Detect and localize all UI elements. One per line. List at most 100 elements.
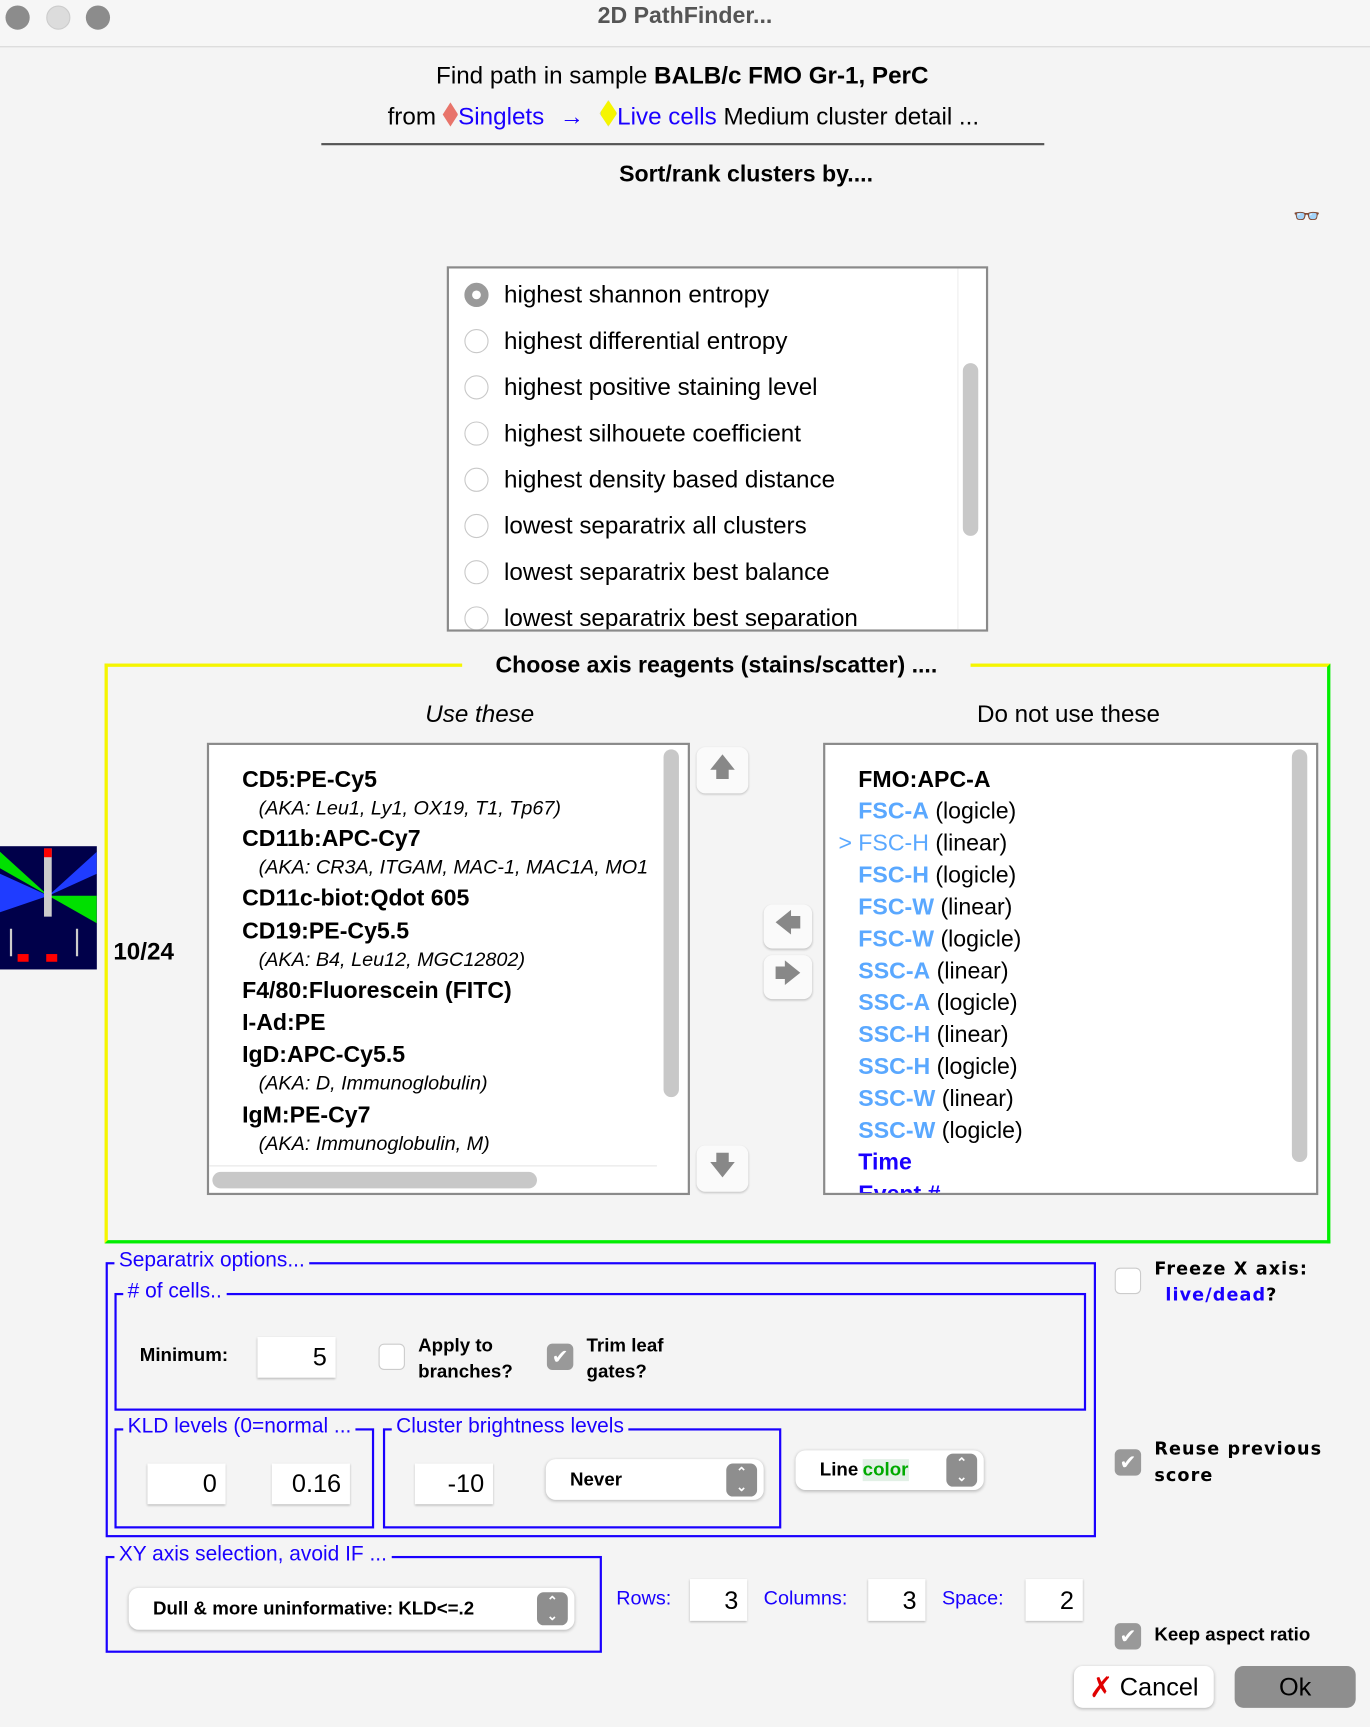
- line-color-word: color: [862, 1459, 909, 1482]
- space-input[interactable]: 2: [1025, 1579, 1083, 1621]
- zoom-window-button[interactable]: [85, 5, 111, 30]
- parameter-item[interactable]: SSC-H (linear): [839, 1022, 1009, 1048]
- move-left-button[interactable]: 🡄: [763, 904, 813, 949]
- parameter-item[interactable]: SSC-A (linear): [839, 958, 1008, 984]
- trim-label-line1: Trim leaf: [586, 1334, 664, 1356]
- title-bar: 2D PathFinder...: [0, 0, 1370, 48]
- xy-axis-select[interactable]: Dull & more uninformative: KLD<=.2 ⌃⌄: [128, 1587, 575, 1630]
- sort-option[interactable]: highest differential entropy: [464, 319, 788, 363]
- cancel-label: Cancel: [1119, 1672, 1199, 1701]
- reagent-item[interactable]: IgM:PE-Cy7: [242, 1102, 371, 1128]
- move-right-button[interactable]: 🡆: [763, 955, 813, 1000]
- sort-option[interactable]: lowest separatrix best balance: [464, 550, 830, 594]
- use-list-hscroll[interactable]: [212, 1171, 537, 1189]
- keep-aspect-ratio-checkbox[interactable]: ✔: [1114, 1623, 1142, 1650]
- radio-button[interactable]: [464, 329, 489, 354]
- sort-option[interactable]: highest density based distance: [464, 458, 835, 502]
- minimum-cells-input[interactable]: 5: [257, 1336, 336, 1378]
- kld-high-input[interactable]: 0.16: [271, 1463, 350, 1505]
- arrow-up-icon: 🡅: [708, 752, 736, 782]
- parameter-scale: (logicle): [935, 1118, 1023, 1144]
- radio-button[interactable]: [464, 421, 489, 446]
- sort-option[interactable]: highest shannon entropy: [464, 273, 769, 317]
- parameter-item[interactable]: FSC-A (logicle): [839, 799, 1016, 825]
- reagent-item[interactable]: CD11c-biot:Qdot 605: [242, 885, 470, 912]
- cancel-button[interactable]: ✗Cancel: [1073, 1666, 1214, 1708]
- use-these-list[interactable]: CD5:PE-Cy5(AKA: Leu1, Ly1, OX19, T1, Tp6…: [206, 742, 690, 1196]
- parameter-item[interactable]: >FSC-H (linear): [839, 831, 1008, 857]
- dont-use-header: Do not use these: [976, 699, 1161, 728]
- parameter-item[interactable]: Event #: [839, 1182, 940, 1193]
- close-window-button[interactable]: [5, 5, 30, 30]
- radio-button[interactable]: [464, 467, 489, 492]
- from-gate-link[interactable]: Singlets: [458, 102, 545, 130]
- use-list-vscroll[interactable]: [663, 749, 679, 1098]
- dont-use-list-vscroll[interactable]: [1291, 749, 1308, 1163]
- columns-input[interactable]: 3: [868, 1579, 926, 1621]
- freeze-x-axis-label: Freeze X axis: live/dead?: [1154, 1256, 1308, 1309]
- apply-label-line1: Apply to: [418, 1334, 493, 1356]
- updown-chevron-icon: ⌃⌄: [726, 1462, 758, 1496]
- checkmark-icon: ✔: [1119, 1450, 1137, 1473]
- reagent-count: 10/24: [113, 937, 174, 966]
- kld-low-input[interactable]: 0: [147, 1463, 226, 1505]
- parameter-item[interactable]: FSC-W (logicle): [839, 927, 1021, 953]
- cursor-marker: >: [838, 830, 853, 857]
- parameter-item[interactable]: Time: [839, 1150, 912, 1176]
- sort-list-scrollbar[interactable]: [962, 363, 979, 536]
- apply-to-branches-checkbox[interactable]: [378, 1343, 405, 1370]
- parameter-scale: (logicle): [930, 1054, 1018, 1080]
- freeze-param-link[interactable]: live/dead: [1165, 1284, 1267, 1306]
- kld-levels-group: KLD levels (0=normal ...: [114, 1415, 375, 1529]
- radio-button[interactable]: [464, 375, 489, 400]
- from-label: from: [387, 102, 436, 130]
- arrow-down-icon: 🡇: [708, 1150, 736, 1181]
- radio-button[interactable]: [464, 560, 489, 585]
- tree-icon: [0, 848, 97, 962]
- cluster-detail-label: Medium cluster detail ...: [723, 102, 980, 130]
- freeze-x-axis-checkbox[interactable]: [1114, 1267, 1142, 1295]
- parameter-scale: (linear): [930, 1022, 1009, 1048]
- move-down-button[interactable]: 🡇: [696, 1145, 749, 1192]
- reagent-item[interactable]: CD19:PE-Cy5.5: [242, 918, 410, 945]
- move-up-button[interactable]: 🡅: [696, 747, 749, 794]
- radio-button[interactable]: [464, 282, 489, 308]
- reagent-item[interactable]: IgD:APC-Cy5.5: [242, 1042, 406, 1068]
- separatrix-title: Separatrix options...: [114, 1248, 310, 1274]
- parameter-name: SSC-A: [858, 990, 931, 1016]
- dont-use-list[interactable]: FMO:APC-A FSC-A (logicle) >FSC-H (linear) F…: [823, 742, 1319, 1196]
- sort-option[interactable]: highest positive staining level: [464, 365, 818, 409]
- parameter-name: SSC-H: [858, 1022, 931, 1048]
- line-color-select[interactable]: Line color ⌃⌄: [795, 1450, 984, 1490]
- parameter-item[interactable]: SSC-H (logicle): [839, 1054, 1018, 1080]
- reagent-item[interactable]: I-Ad:PE: [242, 1010, 326, 1036]
- parameter-item[interactable]: FSC-W (linear): [839, 895, 1012, 921]
- parameter-item[interactable]: SSC-W (logicle): [839, 1118, 1023, 1144]
- ok-button[interactable]: Ok: [1234, 1666, 1356, 1708]
- parameter-item[interactable]: FSC-H (logicle): [839, 863, 1016, 889]
- sample-prefix: Find path in sample: [436, 61, 655, 90]
- kld-title: KLD levels (0=normal ...: [123, 1415, 356, 1440]
- brightness-input[interactable]: -10: [414, 1463, 493, 1505]
- reagent-item[interactable]: CD5:PE-Cy5: [242, 766, 377, 793]
- sort-option[interactable]: highest silhouete coefficient: [464, 412, 801, 456]
- radio-button[interactable]: [464, 606, 489, 630]
- rows-input[interactable]: 3: [689, 1579, 748, 1621]
- to-gate-link[interactable]: Live cells: [617, 102, 717, 130]
- use-these-header: Use these: [425, 699, 535, 728]
- updown-chevron-icon: ⌃⌄: [946, 1453, 978, 1487]
- brightness-select[interactable]: Never ⌃⌄: [545, 1459, 764, 1500]
- reagent-item[interactable]: CD11b:APC-Cy7: [242, 826, 421, 852]
- reagent-item[interactable]: F4/80:Fluorescein (FITC): [242, 978, 512, 1004]
- binoculars-icon[interactable]: 👓: [1292, 204, 1321, 229]
- radio-button[interactable]: [464, 513, 489, 539]
- parameter-item[interactable]: FMO:APC-A: [839, 767, 990, 793]
- reuse-score-checkbox[interactable]: ✔: [1114, 1449, 1142, 1476]
- minimize-window-button[interactable]: [46, 5, 71, 30]
- parameter-item[interactable]: SSC-W (linear): [839, 1086, 1013, 1112]
- space-label: Space:: [941, 1586, 1004, 1609]
- sort-option[interactable]: lowest separatrix all clusters: [464, 504, 807, 548]
- trim-leaf-gates-checkbox[interactable]: ✔: [546, 1343, 574, 1370]
- sort-option[interactable]: lowest separatrix best separation: [464, 596, 858, 630]
- parameter-item[interactable]: SSC-A (logicle): [839, 990, 1017, 1016]
